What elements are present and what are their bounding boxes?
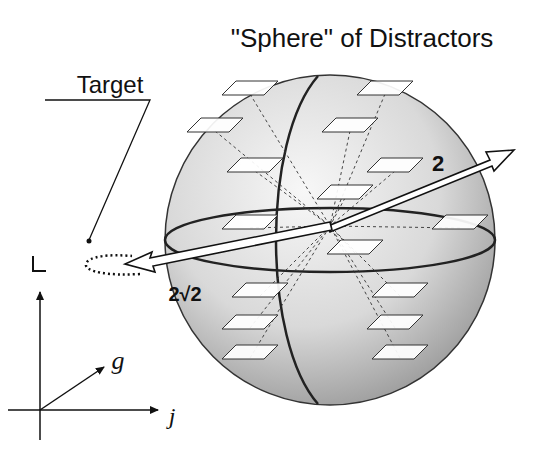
- target-symbol: [33, 256, 46, 271]
- axis-up: [39, 292, 41, 440]
- distractor-tile: [322, 118, 378, 132]
- distractor-tile: [227, 158, 283, 172]
- distractor-tile: [187, 118, 243, 132]
- tile-line: [215, 131, 330, 226]
- radius-value: 2: [430, 150, 446, 178]
- distractor-tile: [222, 345, 278, 359]
- equator: [165, 208, 495, 272]
- distance-value: 2√2: [166, 282, 203, 307]
- target-curve: [86, 255, 140, 274]
- distractor-tile: [232, 283, 288, 297]
- target-leader: [45, 100, 150, 240]
- target-dot: [87, 239, 92, 244]
- axis-label: j: [167, 402, 178, 431]
- distractor-tile: [222, 215, 278, 229]
- axis-g: [40, 367, 104, 410]
- distractor-tile: [317, 185, 373, 199]
- axis-j: [8, 409, 158, 411]
- distractor-tile: [357, 81, 413, 95]
- distractor-tile: [432, 215, 488, 229]
- target-label: Target: [75, 70, 146, 100]
- distractor-tile: [372, 283, 428, 297]
- sphere: [165, 75, 495, 405]
- diagram-title: "Sphere" of Distractors: [229, 22, 496, 55]
- radius-arrow: [328, 150, 514, 232]
- axis-label: g: [110, 345, 127, 377]
- distractor-tile: [372, 345, 428, 359]
- distractor-tile: [367, 158, 423, 172]
- distractor-tile: [327, 240, 383, 254]
- distractor-tiles: [187, 81, 488, 359]
- distractor-tile: [222, 81, 278, 95]
- distance-arrow: [125, 222, 332, 272]
- distractor-tile: [222, 315, 278, 329]
- distractor-tile: [367, 315, 423, 329]
